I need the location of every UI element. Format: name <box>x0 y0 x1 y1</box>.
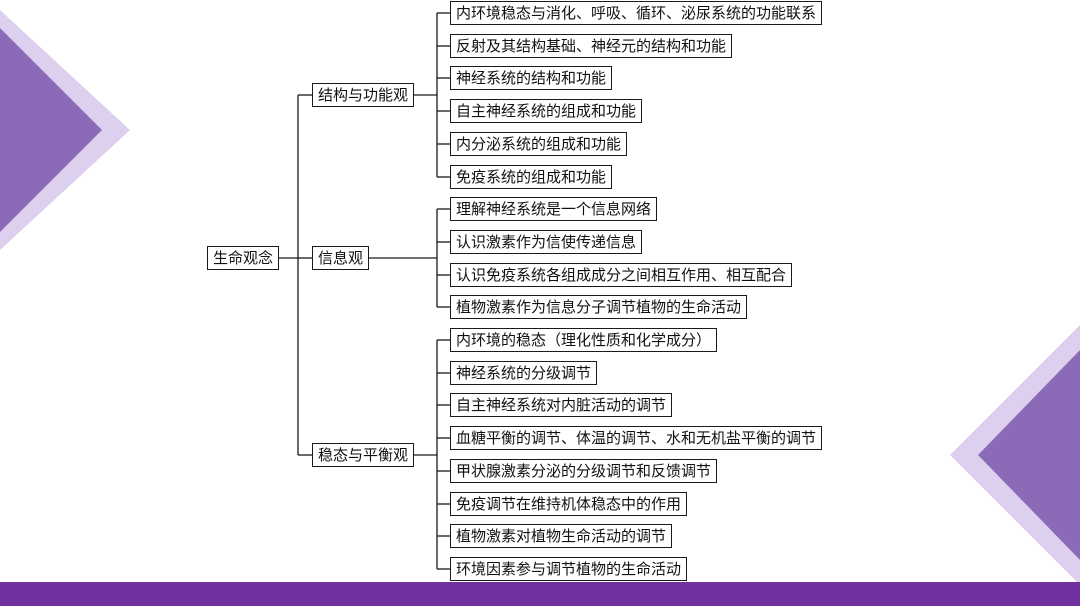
leaf-item: 自主神经系统的组成和功能 <box>450 99 643 123</box>
leaf-item: 免疫系统的组成和功能 <box>450 165 613 189</box>
leaf-item: 植物激素对植物生命活动的调节 <box>450 524 673 548</box>
leaf-item: 内环境稳态与消化、呼吸、循环、泌尿系统的功能联系 <box>450 1 823 25</box>
leaf-item: 神经系统的分级调节 <box>450 361 598 385</box>
root-node: 生命观念 <box>207 246 280 270</box>
leaf-item: 环境因素参与调节植物的生命活动 <box>450 557 688 581</box>
left-triangle-dark <box>0 28 102 232</box>
leaf-item: 内分泌系统的组成和功能 <box>450 132 628 156</box>
branch-structure-function: 结构与功能观 <box>312 83 415 107</box>
leaf-item: 反射及其结构基础、神经元的结构和功能 <box>450 34 733 58</box>
leaf-item: 免疫调节在维持机体稳态中的作用 <box>450 492 688 516</box>
leaf-item: 血糖平衡的调节、体温的调节、水和无机盐平衡的调节 <box>450 426 823 450</box>
leaf-item: 内环境的稳态（理化性质和化学成分） <box>450 328 718 352</box>
leaf-item: 自主神经系统对内脏活动的调节 <box>450 393 673 417</box>
leaf-item: 认识免疫系统各组成成分之间相互作用、相互配合 <box>450 263 793 287</box>
bottom-bar <box>0 582 1080 606</box>
branch-homeostasis: 稳态与平衡观 <box>312 443 415 467</box>
leaf-item: 植物激素作为信息分子调节植物的生命活动 <box>450 295 748 319</box>
leaf-item: 理解神经系统是一个信息网络 <box>450 197 658 221</box>
leaf-item: 神经系统的结构和功能 <box>450 66 613 90</box>
branch-information: 信息观 <box>312 246 370 270</box>
leaf-item: 认识激素作为信使传递信息 <box>450 230 643 254</box>
right-triangle-dark <box>978 350 1080 560</box>
leaf-item: 甲状腺激素分泌的分级调节和反馈调节 <box>450 459 718 483</box>
